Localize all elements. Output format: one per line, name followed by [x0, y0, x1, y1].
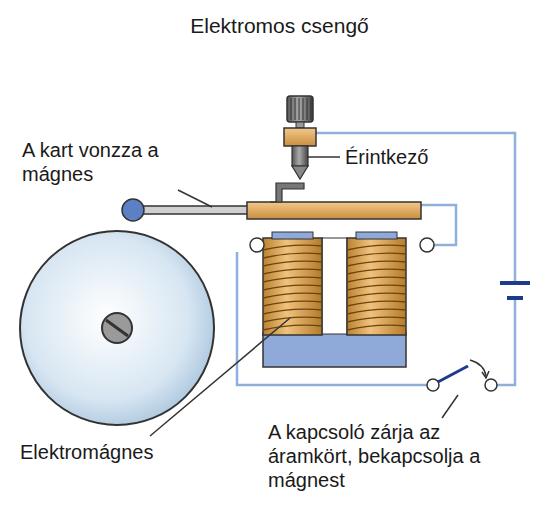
contact-screw: [287, 96, 313, 122]
contact-screw: [291, 98, 311, 120]
contact-screw: [311, 98, 312, 120]
leader-line: [178, 190, 212, 207]
electromagnet: [347, 261, 406, 266]
electromagnet: [263, 333, 406, 367]
armature: [270, 183, 304, 202]
armature: [142, 206, 248, 214]
contact-screw: [291, 98, 292, 120]
electromagnet: [250, 232, 434, 367]
electromagnet: [263, 301, 322, 306]
switch-symbol: [427, 379, 439, 391]
electromagnet: [347, 325, 406, 330]
electromagnet: [347, 238, 406, 335]
callout-label: Elektromágnes: [20, 440, 220, 464]
contact-screw: [303, 98, 304, 120]
contact-screw: [295, 98, 296, 120]
electromagnet: [263, 253, 322, 258]
electromagnet: [347, 317, 406, 322]
battery-symbol: [500, 281, 530, 285]
electromagnet: [263, 317, 322, 322]
electromagnet: [263, 285, 322, 290]
electromagnet: [272, 232, 313, 239]
electromagnet: [263, 269, 322, 274]
electromagnet: [263, 325, 322, 330]
switch-symbol: [436, 366, 468, 383]
leader-line: [150, 318, 290, 436]
callout-label: Érintkező: [345, 145, 495, 169]
electromagnet: [347, 269, 406, 274]
bell-dome: [20, 231, 214, 425]
electromagnet: [347, 309, 406, 314]
electromagnet: [250, 238, 264, 252]
contact-screw: [284, 128, 316, 146]
contact-screw: [307, 98, 308, 120]
armature: [122, 183, 421, 221]
battery-symbol: [507, 296, 523, 300]
electromagnet: [263, 309, 322, 314]
leader-line: [307, 156, 340, 158]
electromagnet: [322, 238, 347, 334]
electromagnet: [420, 238, 434, 252]
electromagnet: [347, 301, 406, 306]
bell-dome: [106, 320, 128, 336]
switch-symbol: [485, 379, 497, 391]
electromagnet: [347, 245, 406, 250]
callout-label: A kapcsoló zárja az áramkört, bekapcsolj…: [268, 420, 518, 492]
electromagnet: [356, 232, 397, 239]
electromagnet: [263, 277, 322, 282]
electromagnet: [263, 245, 322, 250]
bell-dome: [102, 313, 132, 343]
electromagnet: [347, 293, 406, 298]
electromagnet: [347, 285, 406, 290]
contact-screw: [292, 146, 308, 166]
contact-screw: [296, 122, 304, 128]
electromagnet: [263, 261, 322, 266]
electromagnet: [263, 293, 322, 298]
electromagnet: [347, 253, 406, 258]
electromagnet: [263, 238, 322, 335]
callout-label: A kart vonzza a mágnes: [22, 138, 202, 186]
diagram-title: Elektromos csengő: [0, 14, 559, 38]
leader-line: [150, 157, 458, 436]
armature: [122, 199, 144, 221]
wire: [237, 133, 515, 385]
contact-screw: [292, 166, 308, 179]
leader-line: [442, 395, 458, 418]
contact-screw: [299, 98, 300, 120]
wire: [497, 298, 515, 385]
switch-symbol: [427, 360, 497, 391]
bell-dome: [20, 231, 214, 425]
electromagnet: [347, 277, 406, 282]
contact-screw: [284, 96, 316, 179]
electromagnet: [263, 245, 406, 330]
armature: [247, 202, 421, 219]
battery-symbol: [500, 283, 530, 298]
switch-symbol: [482, 371, 489, 378]
